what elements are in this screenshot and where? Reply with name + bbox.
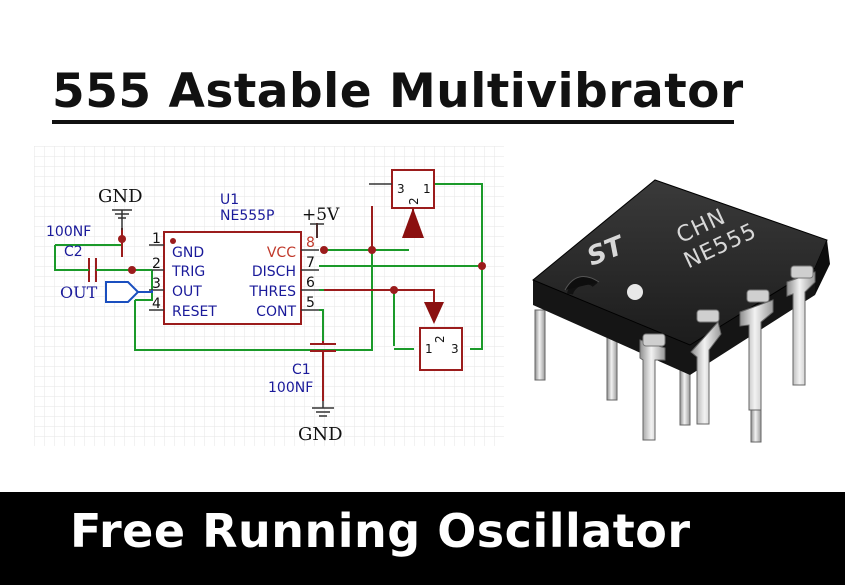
pin1-marker xyxy=(170,238,176,244)
out-port-icon xyxy=(105,281,140,303)
pot-top-pin1: 1 xyxy=(423,182,431,196)
pin-num-5: 5 xyxy=(306,295,315,311)
out-port-wire xyxy=(138,290,153,293)
vcc-supply-label: +5V xyxy=(302,205,340,225)
c1-capacitor xyxy=(310,343,336,401)
u1-part: NE555P xyxy=(220,208,274,224)
c2-value: 100NF xyxy=(46,224,91,240)
u1-ic-body xyxy=(163,231,302,325)
pin-num-6: 6 xyxy=(306,275,315,291)
pot-bottom-wiper-arrow xyxy=(424,302,444,324)
footer-subtitle: Free Running Oscillator xyxy=(70,504,691,558)
pot-bottom-body xyxy=(419,327,463,371)
gnd-label-bottom: GND xyxy=(298,424,343,445)
chip-right-side xyxy=(815,240,830,295)
pin-name-reset: RESET xyxy=(172,304,217,320)
pin-num-3: 3 xyxy=(152,276,161,292)
page-title: 555 Astable Multivibrator xyxy=(52,64,744,119)
pin-num-7: 7 xyxy=(306,255,315,271)
pot-bottom-pin2: 2 xyxy=(433,335,447,343)
vcc-symbol xyxy=(310,223,324,238)
junction-dots xyxy=(118,235,486,294)
pin-name-thres: THRES xyxy=(248,284,296,300)
pin-name-cont: CONT xyxy=(256,304,296,320)
pot-top-pin2: 2 xyxy=(407,197,421,205)
gnd-symbol-bottom xyxy=(312,401,334,417)
pot-bottom-pin3: 3 xyxy=(451,342,459,356)
pin-num-8: 8 xyxy=(306,235,315,251)
gnd-symbol-top xyxy=(112,209,132,230)
pin-name-gnd: GND xyxy=(172,245,204,261)
out-label: OUT xyxy=(60,283,98,302)
pot-bottom-pin1: 1 xyxy=(425,342,433,356)
title-underline xyxy=(52,120,734,124)
pin-name-disch: DISCH xyxy=(252,264,296,280)
pin-num-1: 1 xyxy=(152,231,161,247)
gnd-label-top: GND xyxy=(98,186,143,207)
c1-value: 100NF xyxy=(268,380,313,396)
footer-banner xyxy=(0,492,845,585)
pin-name-trig: TRIG xyxy=(171,264,205,280)
ne555-chip-illustration: ST CHN NE555 xyxy=(532,179,830,443)
right-pin-lines xyxy=(301,249,319,311)
pot-top-wiper-arrow xyxy=(402,208,424,238)
chip-front-legs xyxy=(639,271,816,441)
chip-leg-shoulders xyxy=(642,265,814,347)
pot-top-pin3: 3 xyxy=(397,182,405,196)
chip-pin1-dot xyxy=(627,284,643,300)
c2-ref: C2 xyxy=(64,244,83,260)
pin-name-vcc: VCC xyxy=(267,245,296,261)
u1-ref: U1 xyxy=(220,192,239,208)
chip-notch-shade xyxy=(564,276,600,291)
pin-name-out: OUT xyxy=(172,284,202,300)
pin-num-2: 2 xyxy=(152,256,161,272)
pin-num-4: 4 xyxy=(152,296,161,312)
circuit-schematic: GND +5V U1 NE555P 1 2 3 4 GND TRIG OUT R… xyxy=(34,146,504,446)
c1-ref: C1 xyxy=(292,362,311,378)
